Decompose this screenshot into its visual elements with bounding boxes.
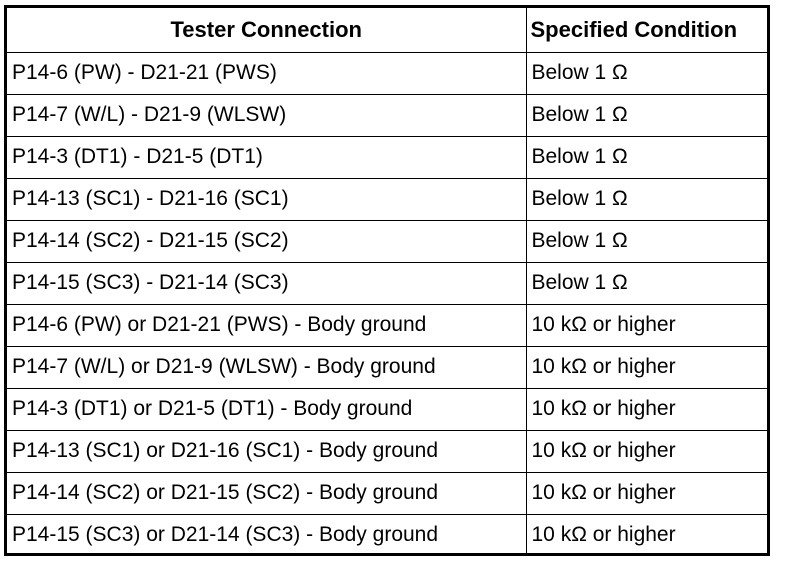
table-row: P14-6 (PW) or D21-21 (PWS) - Body ground… bbox=[7, 303, 767, 347]
tester-connection-cell: P14-13 (SC1) - D21-16 (SC1) bbox=[7, 177, 527, 221]
table-row: P14-3 (DT1) or D21-5 (DT1) - Body ground… bbox=[7, 387, 767, 431]
specified-condition-cell: 10 kΩ or higher bbox=[525, 345, 767, 389]
tester-connection-cell: P14-13 (SC1) or D21-16 (SC1) - Body grou… bbox=[7, 429, 527, 473]
table-row: P14-14 (SC2) - D21-15 (SC2) Below 1 Ω bbox=[7, 219, 767, 263]
table-row: P14-14 (SC2) or D21-15 (SC2) - Body grou… bbox=[7, 471, 767, 515]
table-header-row: Tester Connection Specified Condition bbox=[7, 8, 767, 53]
table-row: P14-3 (DT1) - D21-5 (DT1) Below 1 Ω bbox=[7, 135, 767, 179]
specified-condition-cell: 10 kΩ or higher bbox=[525, 429, 767, 473]
table-row: P14-6 (PW) - D21-21 (PWS) Below 1 Ω bbox=[7, 51, 767, 95]
tester-connection-cell: P14-3 (DT1) - D21-5 (DT1) bbox=[7, 135, 527, 179]
specified-condition-cell: Below 1 Ω bbox=[525, 261, 767, 305]
table-row: P14-15 (SC3) or D21-14 (SC3) - Body grou… bbox=[7, 513, 767, 556]
tester-connection-cell: P14-6 (PW) or D21-21 (PWS) - Body ground bbox=[7, 303, 527, 347]
tester-spec-table: Tester Connection Specified Condition P1… bbox=[7, 8, 767, 556]
table-row: P14-13 (SC1) - D21-16 (SC1) Below 1 Ω bbox=[7, 177, 767, 221]
specified-condition-cell: Below 1 Ω bbox=[525, 219, 767, 263]
table-row: P14-7 (W/L) or D21-9 (WLSW) - Body groun… bbox=[7, 345, 767, 389]
tester-connection-cell: P14-7 (W/L) - D21-9 (WLSW) bbox=[7, 93, 527, 137]
header-tester-connection: Tester Connection bbox=[7, 8, 527, 53]
table-row: P14-13 (SC1) or D21-16 (SC1) - Body grou… bbox=[7, 429, 767, 473]
spec-table-frame: Tester Connection Specified Condition P1… bbox=[4, 5, 770, 556]
specified-condition-cell: 10 kΩ or higher bbox=[525, 471, 767, 515]
header-specified-condition: Specified Condition bbox=[525, 8, 767, 53]
specified-condition-cell: 10 kΩ or higher bbox=[525, 513, 767, 556]
table-row: P14-15 (SC3) - D21-14 (SC3) Below 1 Ω bbox=[7, 261, 767, 305]
tester-connection-cell: P14-6 (PW) - D21-21 (PWS) bbox=[7, 51, 527, 95]
specified-condition-cell: Below 1 Ω bbox=[525, 177, 767, 221]
specified-condition-cell: Below 1 Ω bbox=[525, 135, 767, 179]
tester-connection-cell: P14-7 (W/L) or D21-9 (WLSW) - Body groun… bbox=[7, 345, 527, 389]
tester-connection-cell: P14-3 (DT1) or D21-5 (DT1) - Body ground bbox=[7, 387, 527, 431]
tester-connection-cell: P14-14 (SC2) or D21-15 (SC2) - Body grou… bbox=[7, 471, 527, 515]
table-row: P14-7 (W/L) - D21-9 (WLSW) Below 1 Ω bbox=[7, 93, 767, 137]
tester-connection-cell: P14-15 (SC3) or D21-14 (SC3) - Body grou… bbox=[7, 513, 527, 556]
specified-condition-cell: Below 1 Ω bbox=[525, 93, 767, 137]
specified-condition-cell: 10 kΩ or higher bbox=[525, 387, 767, 431]
specified-condition-cell: Below 1 Ω bbox=[525, 51, 767, 95]
tester-connection-cell: P14-15 (SC3) - D21-14 (SC3) bbox=[7, 261, 527, 305]
tester-connection-cell: P14-14 (SC2) - D21-15 (SC2) bbox=[7, 219, 527, 263]
specified-condition-cell: 10 kΩ or higher bbox=[525, 303, 767, 347]
